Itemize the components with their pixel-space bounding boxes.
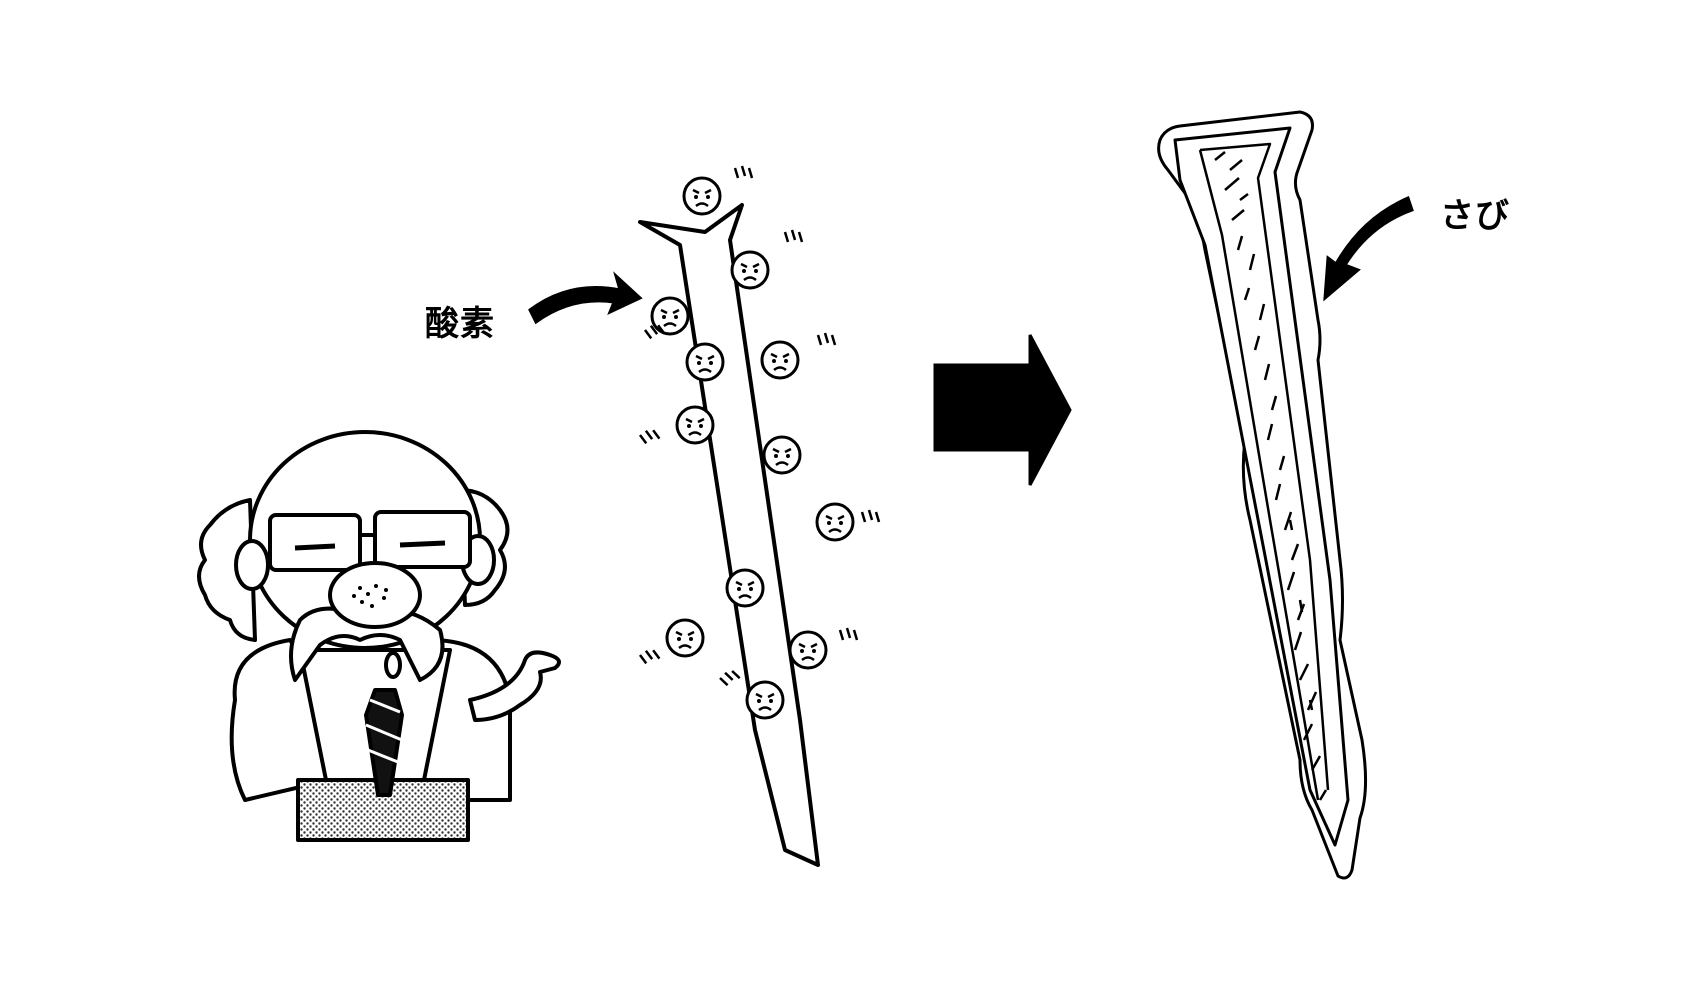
professor-character (197, 430, 561, 842)
curved-arrow-oxygen (528, 271, 643, 325)
nail-outline (1173, 126, 1350, 847)
hair-left (197, 498, 257, 642)
oxygen-label: 酸素 (425, 304, 495, 344)
oxygen-molecule-face (815, 502, 855, 542)
oxygen-molecule-face (730, 250, 770, 290)
oxygen-molecule-face (665, 618, 705, 658)
rusted-nail (1157, 110, 1368, 880)
tie (364, 688, 404, 797)
oxygen-molecule-face (682, 176, 722, 216)
oxygen-molecule-face (725, 568, 765, 608)
oxygen-molecule-face (788, 630, 828, 670)
block-arrow-right (933, 334, 1072, 486)
nose (328, 561, 422, 629)
oxygen-molecule-face (650, 296, 690, 336)
rust-hatching (1214, 151, 1328, 801)
oxygen-molecule-face (745, 680, 785, 720)
oxygen-molecule-face (760, 340, 800, 380)
curved-arrow-rust (1323, 195, 1414, 302)
glasses-left (268, 513, 362, 572)
pointing-hand (468, 650, 561, 722)
glasses-right (373, 510, 472, 569)
oxygen-molecule-face (675, 405, 715, 445)
oxygen-molecule-face (685, 342, 725, 382)
oxygen-molecule-face (762, 435, 802, 475)
rust-label: さび (1440, 196, 1510, 236)
